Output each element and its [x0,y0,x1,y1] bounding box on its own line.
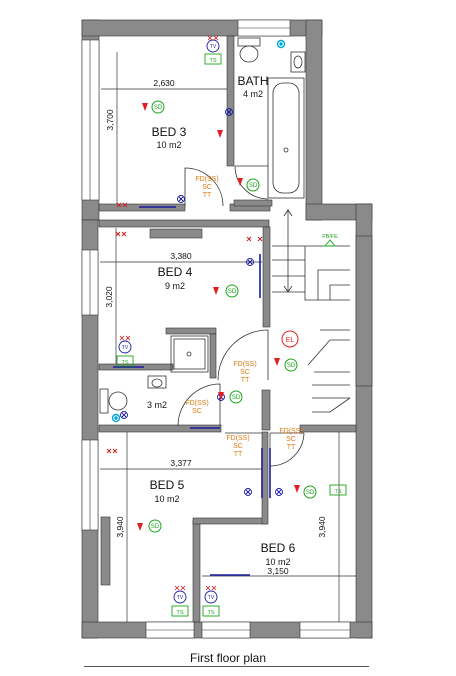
radiator-bed4 [149,228,203,239]
svg-text:TT: TT [203,192,212,199]
svg-text:3,700: 3,700 [105,109,115,131]
svg-text:SC: SC [192,408,202,415]
svg-text:FD(SS): FD(SS) [226,435,249,442]
ts-point-bed6: TS [329,484,347,496]
fd-label-bed6: FD(SS) SC TT [279,428,302,451]
svg-text:EL: EL [286,337,295,344]
basin-bath [290,51,306,73]
svg-text:FD(SS): FD(SS) [279,428,302,435]
room-name-bed3: BED 3 [152,125,187,139]
windows [81,19,373,639]
dimension-lines [100,52,356,622]
svg-text:SC: SC [240,369,250,376]
svg-text:3,150: 3,150 [267,566,289,576]
socket-runs [113,206,271,576]
tv-point-bed3: TV TS [204,39,222,65]
svg-text:TV: TV [122,345,129,351]
tv-point-bed4: TV TS [116,340,134,367]
svg-text:2,630: 2,630 [153,78,175,88]
dimension-labels: 2,630 3,700 3,380 3,020 3,377 3,940 3,15… [104,78,327,576]
toilet-wc [99,388,128,414]
svg-text:SD: SD [228,289,237,295]
fire-door-labels: FD(SS) SC TT FD(SS) SC TT FD(SS) SC FD(S… [185,176,302,458]
svg-text:SD: SD [306,490,315,496]
fused-spurs [120,108,283,496]
tv-point-bed5: TV TS [171,590,189,617]
room-area-wc: 3 m2 [147,400,167,410]
fd-label-bed3: FD(SS) SC TT [195,176,218,199]
svg-text:3,940: 3,940 [115,516,125,538]
svg-text:SD: SD [154,105,163,111]
svg-text:TT: TT [241,377,250,384]
svg-text:FD(SS): FD(SS) [233,361,256,368]
tv-points: TV TS TV TS TV TS TV TS TS [116,39,347,617]
tap-icons [111,39,286,423]
room-area-bath: 4 m2 [243,89,263,99]
svg-text:SC: SC [233,443,243,450]
svg-text:SD: SD [232,395,241,401]
caption-underline [84,666,369,667]
svg-text:TV: TV [210,44,217,50]
walls [81,19,373,639]
smoke-alarm-icons [137,103,300,531]
sd-icons [148,100,317,533]
basin-wc [147,375,167,389]
shower-tray [170,335,209,373]
svg-text:3,380: 3,380 [170,251,192,261]
svg-text:FB/FE: FB/FE [322,234,338,240]
fd-label-bed5: FD(SS) SC TT [226,435,249,458]
svg-text:SD: SD [151,524,160,530]
plan-caption: First floor plan [189,651,267,665]
light-point-marks [106,202,263,454]
svg-text:TV: TV [208,595,215,601]
room-area-bed3: 10 m2 [156,140,181,150]
svg-text:FD(SS): FD(SS) [185,400,208,407]
room-name-bed5: BED 5 [150,478,185,492]
radiator-bed5 [100,516,111,586]
svg-text:FD(SS): FD(SS) [195,176,218,183]
bathtub [267,77,305,199]
svg-text:TS: TS [209,58,216,64]
svg-text:TS: TS [334,489,341,495]
svg-text:3,020: 3,020 [104,286,114,308]
room-labels: BATH 4 m2 BED 3 10 m2 BED 4 9 m2 3 m2 BE… [147,74,296,567]
room-name-bed6: BED 6 [261,541,296,555]
tv-point-bed6: TV TS [202,590,220,617]
svg-text:SD: SD [249,183,258,189]
fd-label-wc: FD(SS) SC [185,400,208,415]
room-name-bed4: BED 4 [158,265,193,279]
svg-text:3,377: 3,377 [170,458,192,468]
room-name-bath: BATH [237,74,268,88]
svg-text:TS: TS [207,610,214,616]
svg-text:TT: TT [287,444,296,451]
svg-text:TS: TS [176,610,183,616]
doors [177,165,305,467]
room-area-bed6: 10 m2 [265,557,290,567]
svg-text:TT: TT [234,451,243,458]
emergency-light-icon: EL [281,330,299,348]
sd-labels: SD SD SD SD SD SD SD [151,105,315,530]
fd-label-bed4: FD(SS) SC TT [233,361,256,384]
svg-text:TV: TV [177,595,184,601]
svg-text:3,940: 3,940 [317,516,327,538]
tv-light-marks [119,35,219,591]
room-area-bed4: 9 m2 [165,281,185,291]
fire-blanket-extinguisher-icon: FB/FE [322,234,338,247]
staircase [272,209,351,413]
room-area-bed5: 10 m2 [154,494,179,504]
toilet-bath [237,37,261,63]
svg-text:SC: SC [202,184,212,191]
svg-text:SC: SC [286,436,296,443]
svg-text:TS: TS [121,360,128,366]
svg-text:SD: SD [287,363,296,369]
